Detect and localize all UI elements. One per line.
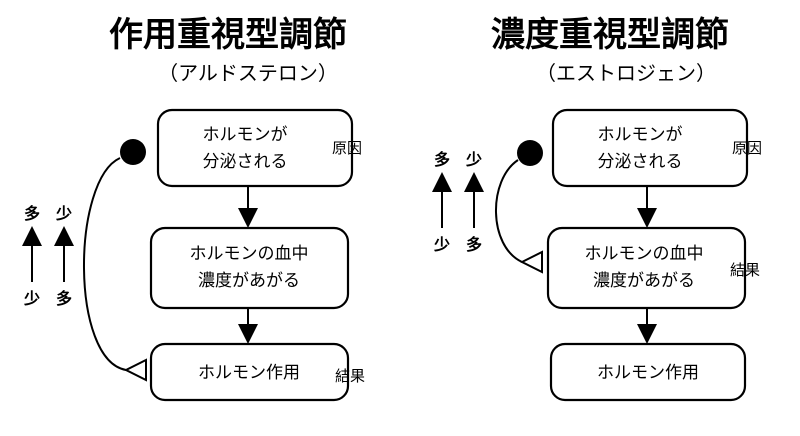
left-panel: 作用重視型調節 （アルドステロン） ホルモンが 分泌される 原因 ホルモンの血中… bbox=[22, 15, 365, 402]
left-title: 作用重視型調節 bbox=[109, 15, 347, 55]
right-amount-top-right: 少 bbox=[465, 150, 482, 169]
left-cause-label: 原因 bbox=[332, 139, 362, 157]
left-result-label: 結果 bbox=[335, 367, 365, 385]
left-secretion-box bbox=[156, 108, 354, 188]
right-amount-bottom-left: 少 bbox=[433, 235, 450, 254]
left-feedback-triangle bbox=[123, 358, 147, 382]
right-result-label: 結果 bbox=[730, 261, 760, 279]
left-action-box bbox=[149, 342, 350, 402]
right-panel: 濃度重視型調節 （エストロジェン） ホルモンが 分泌される 原因 ホルモンの血中… bbox=[432, 15, 762, 402]
left-box1-line1: ホルモンが bbox=[203, 125, 288, 145]
left-box2-line1: ホルモンの血中 bbox=[190, 244, 309, 264]
left-subtitle: （アルドステロン） bbox=[158, 61, 338, 85]
right-cause-label: 原因 bbox=[732, 139, 762, 157]
right-feedback-triangle bbox=[519, 250, 543, 274]
left-box2-line2: 濃度があがる bbox=[198, 271, 300, 291]
left-concentration-box bbox=[149, 226, 350, 310]
left-amount-top-left: 多 bbox=[24, 204, 40, 223]
right-box1-line1: ホルモンが bbox=[598, 125, 683, 145]
left-amount-top-right: 少 bbox=[55, 204, 72, 223]
right-inhibition-dot bbox=[517, 140, 543, 166]
right-box1-line2: 分泌される bbox=[598, 152, 683, 172]
right-box2-line2: 濃度があがる bbox=[593, 271, 695, 291]
right-box2-line1: ホルモンの血中 bbox=[585, 244, 704, 264]
right-amount-bottom-right: 多 bbox=[466, 235, 482, 254]
left-box3-line1: ホルモン作用 bbox=[198, 363, 300, 383]
right-subtitle: （エストロジェン） bbox=[536, 61, 716, 85]
right-secretion-box bbox=[551, 108, 749, 188]
left-amount-bottom-left: 少 bbox=[23, 289, 40, 308]
right-box3-line1: ホルモン作用 bbox=[597, 363, 699, 383]
right-action-box bbox=[549, 342, 747, 402]
left-inhibition-dot bbox=[120, 139, 146, 165]
right-amount-top-left: 多 bbox=[434, 150, 450, 169]
left-amount-bottom-right: 多 bbox=[56, 289, 72, 308]
right-feedback-line bbox=[495, 159, 523, 263]
left-feedback-line bbox=[83, 157, 127, 371]
right-concentration-box bbox=[546, 226, 747, 310]
right-title: 濃度重視型調節 bbox=[491, 15, 729, 55]
left-box1-line2: 分泌される bbox=[203, 152, 288, 172]
